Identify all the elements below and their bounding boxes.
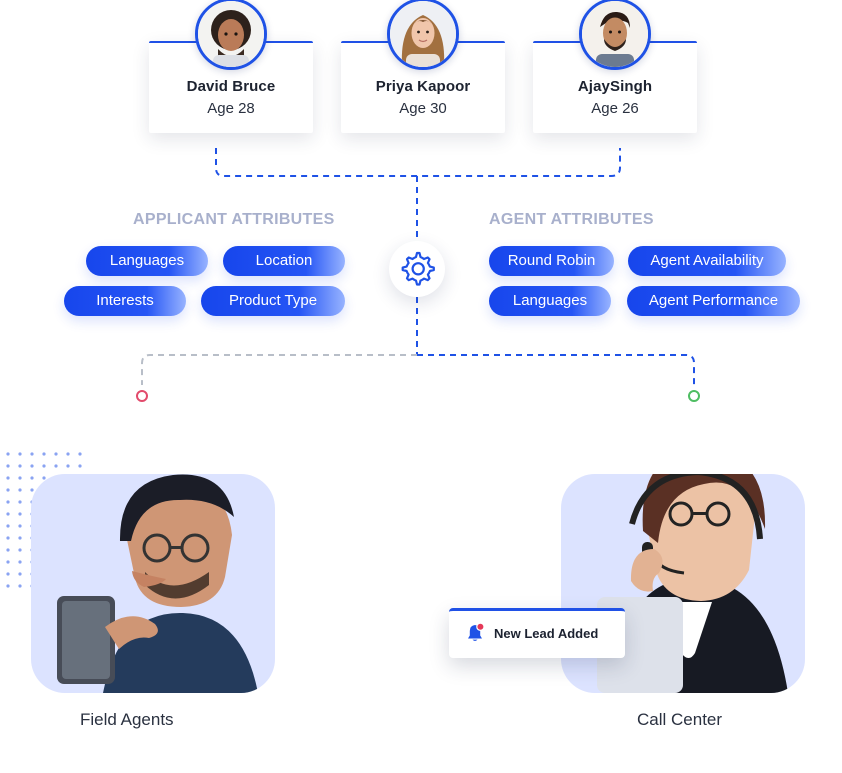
applicant-attribute-languages: Languages	[86, 246, 208, 276]
avatar	[195, 0, 267, 70]
routing-hub	[389, 241, 445, 297]
field-agent-photo	[31, 474, 275, 693]
gear-icon	[401, 251, 435, 286]
applicant-attribute-product-type: Product Type	[201, 286, 345, 316]
applicant-attribute-interests: Interests	[64, 286, 186, 316]
call-center-caption: Call Center	[637, 710, 723, 729]
profile-name: David Bruce	[186, 78, 276, 95]
profile-card-ajay: AjaySingh Age 26	[533, 0, 697, 133]
profile-age: Age 30	[399, 100, 447, 117]
agent-attribute-performance: Agent Performance	[627, 286, 800, 316]
notification-text: New Lead Added	[494, 626, 599, 641]
bell-icon	[468, 622, 485, 641]
applicant-attribute-location: Location	[223, 246, 345, 276]
profile-age: Age 28	[207, 100, 255, 117]
call-center-photo	[561, 474, 805, 693]
profile-name: AjaySingh	[577, 78, 653, 95]
new-lead-notification: New Lead Added	[449, 608, 625, 658]
profile-card-priya: Priya Kapoor Age 30	[341, 0, 505, 133]
agent-attribute-round-robin: Round Robin	[489, 246, 614, 276]
agent-attributes-title: AGENT ATTRIBUTES	[489, 211, 654, 228]
profile-age: Age 26	[591, 100, 639, 117]
applicant-attributes-title: APPLICANT ATTRIBUTES	[133, 211, 335, 228]
avatar	[387, 0, 459, 70]
field-agents-caption: Field Agents	[80, 710, 174, 729]
profile-name: Priya Kapoor	[375, 78, 471, 95]
avatar	[579, 0, 651, 70]
field-agents-indicator	[136, 390, 148, 402]
profile-card-david: David Bruce Age 28	[149, 0, 313, 133]
agent-attribute-languages: Languages	[489, 286, 611, 316]
agent-attribute-availability: Agent Availability	[628, 246, 786, 276]
call-center-indicator	[688, 390, 700, 402]
